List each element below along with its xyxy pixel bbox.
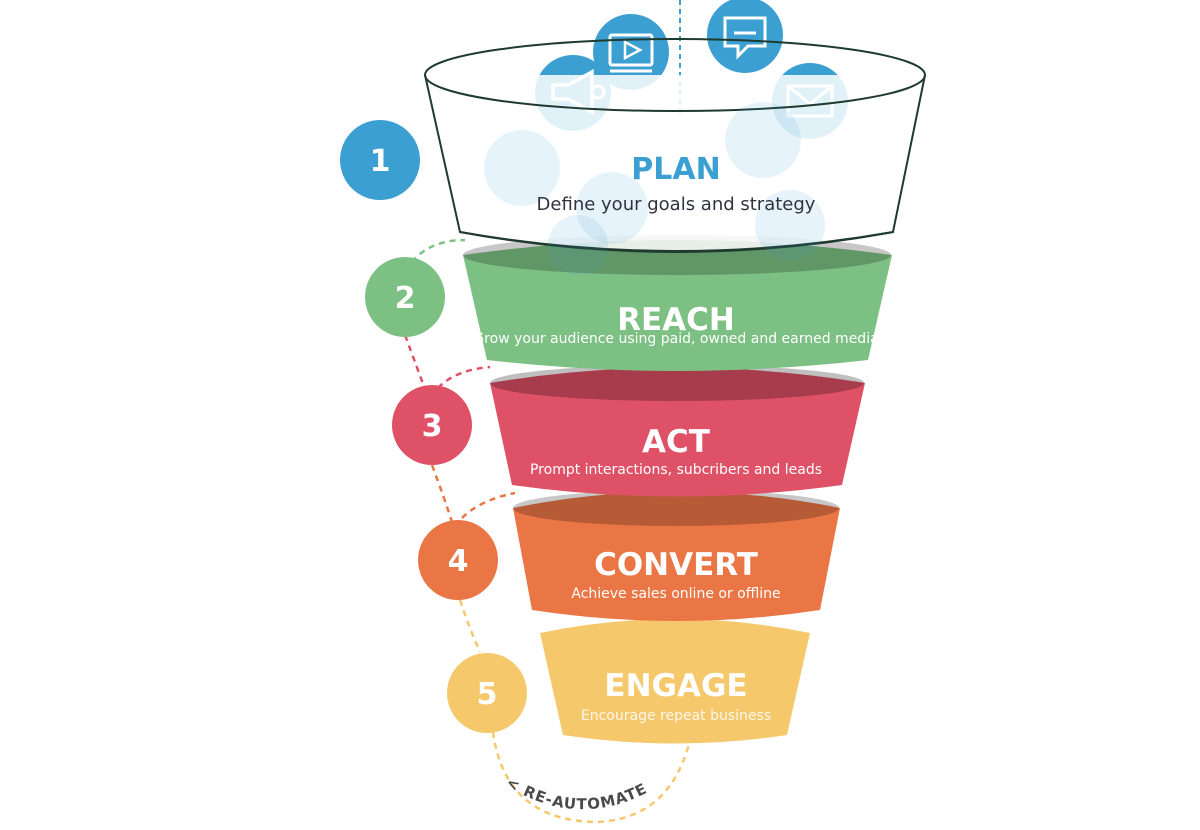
re-automate-loop <box>491 731 692 824</box>
svg-text:1: 1 <box>370 144 391 179</box>
funnel-cup-plan: PLAN Define your goals and strategy <box>424 38 926 275</box>
connector-4-to-act <box>461 491 516 519</box>
connector-3-to-reach <box>437 365 491 389</box>
funnel-band-engage: ENGAGE Encourage repeat business <box>540 619 810 744</box>
step-number-4: 4 <box>418 520 498 600</box>
faint-cup-icons <box>484 102 825 275</box>
svg-text:4: 4 <box>448 544 469 579</box>
document-icon <box>484 130 560 206</box>
funnel-band-reach: REACH Grow your audience using paid, own… <box>463 235 892 371</box>
number-circles: 1 2 3 4 5 <box>340 120 527 733</box>
video-player-icon <box>593 14 669 90</box>
connector-arrows <box>403 238 692 824</box>
funnel-band-convert: CONVERT Achieve sales online or offline <box>513 490 840 621</box>
stage-subtitle-convert: Achieve sales online or offline <box>571 586 780 602</box>
connector-2-to-3 <box>403 334 428 393</box>
funnel-band-act: ACT Prompt interactions, subcribers and … <box>490 365 865 497</box>
re-automate-label: < RE-AUTOMATE <box>503 773 650 813</box>
step-number-2: 2 <box>365 257 445 337</box>
connector-2-to-plan <box>411 238 466 263</box>
connector-3-to-4 <box>430 464 454 523</box>
stage-title-act: ACT <box>642 424 710 460</box>
folder-icon <box>548 215 608 275</box>
stage-subtitle-engage: Encourage repeat business <box>581 708 771 724</box>
stage-title-reach: REACH <box>617 302 735 338</box>
chat-bubble-icon <box>707 0 783 73</box>
svg-text:2: 2 <box>395 281 416 316</box>
step-number-5: 5 <box>447 653 527 733</box>
connector-4-to-5 <box>458 599 482 653</box>
document-icon <box>725 102 801 178</box>
calendar-icon <box>576 172 648 244</box>
stage-title-convert: CONVERT <box>594 547 758 583</box>
step-number-3: 3 <box>392 385 472 465</box>
stage-title-engage: ENGAGE <box>604 668 747 704</box>
stage-subtitle-reach: Grow your audience using paid, owned and… <box>473 331 878 347</box>
svg-text:3: 3 <box>422 409 443 444</box>
stage-subtitle-act: Prompt interactions, subcribers and lead… <box>530 462 822 478</box>
stage-title-plan: PLAN <box>631 152 720 187</box>
badge-icon <box>755 190 825 260</box>
svg-text:5: 5 <box>477 677 498 712</box>
stage-subtitle-plan: Define your goals and strategy <box>537 194 816 215</box>
step-number-1: 1 <box>340 120 420 200</box>
